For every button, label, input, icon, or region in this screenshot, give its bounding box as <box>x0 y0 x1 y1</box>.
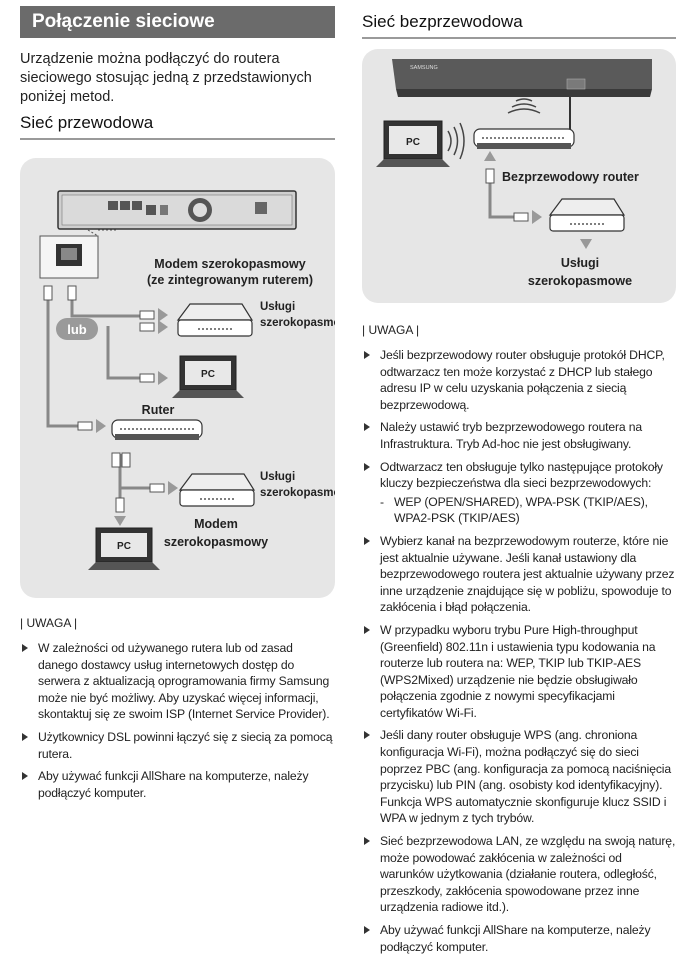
wired-section-title: Sieć przewodowa <box>20 113 335 140</box>
wireless-diagram-svg: SAMSUNG PC <box>376 59 652 288</box>
laptop-icon <box>172 355 244 398</box>
bullet-arrow-icon <box>364 536 370 545</box>
wireless-section-title: Sieć bezprzewodowa <box>362 6 676 39</box>
bullet-arrow-icon <box>22 732 28 741</box>
modem-label-2: szerokopasmowy <box>164 535 268 549</box>
modem-icon-2 <box>178 473 256 507</box>
list-item: W przypadku wyboru trybu Pure High-throu… <box>362 622 676 722</box>
lan-port-icon <box>39 229 118 279</box>
services-label-1: Usługi <box>561 256 599 270</box>
wired-note-title: | UWAGA | <box>20 616 78 630</box>
pc-label: PC <box>406 137 420 148</box>
plug-icons <box>43 285 165 513</box>
cable-lines <box>484 151 542 224</box>
wired-notes-list: W zależności od używanego rutera lub od … <box>20 640 335 801</box>
wired-diagram: lub Modem szerokopasmowy (ze zintegrowan… <box>20 158 356 598</box>
services-label-2a: Usługi <box>260 471 295 483</box>
list-item: Wybierz kanał na bezprzewodowym routerze… <box>362 533 676 616</box>
bullet-arrow-icon <box>364 625 370 634</box>
pc-label-2: PC <box>117 541 131 552</box>
modem-icon <box>176 303 254 337</box>
arrow-icons <box>96 308 178 526</box>
wireless-diagram: SAMSUNG PC <box>362 49 676 303</box>
list-item: Należy ustawić tryb bezprzewodowego rout… <box>362 419 676 452</box>
modem-label-1: Modem <box>194 517 238 531</box>
wireless-router-icon <box>473 97 575 149</box>
lub-label: lub <box>67 322 87 337</box>
bullet-arrow-icon <box>364 837 370 846</box>
list-item: Aby używać funkcji AllShare na komputerz… <box>20 768 335 801</box>
wireless-notes-list: Jeśli bezprzewodowy router obsługuje pro… <box>362 347 676 955</box>
wifi-waves-icon <box>507 98 541 114</box>
intro-text: Urządzenie można podłączyć do routera si… <box>20 51 312 105</box>
router-label: Ruter <box>142 403 175 417</box>
modem-router-label-2: (ze zintegrowanym ruterem) <box>147 273 313 287</box>
services-label-2b: szerokopasmowe <box>260 487 335 499</box>
bullet-arrow-icon <box>364 423 370 432</box>
bullet-arrow-icon <box>364 926 370 934</box>
bullet-arrow-icon <box>22 772 28 781</box>
router-icon <box>111 419 203 440</box>
player-back-panel <box>57 190 297 230</box>
modem-icon <box>548 198 626 249</box>
lub-badge <box>56 318 98 340</box>
laptop-icon-2 <box>88 527 160 570</box>
list-item: Jeśli bezprzewodowy router obsługuje pro… <box>362 347 676 413</box>
right-column: Sieć bezprzewodowa SAMSUNG PC <box>362 6 676 961</box>
wired-diagram-svg: lub Modem szerokopasmowy (ze zintegrowan… <box>39 190 356 570</box>
services-label-1a: Usługi <box>260 301 295 313</box>
list-item: Sieć bezprzewodowa LAN, ze względu na sw… <box>362 833 676 916</box>
sub-list-item: - WEP (OPEN/SHARED), WPA-PSK (TKIP/AES),… <box>380 494 648 526</box>
list-item: W zależności od używanego rutera lub od … <box>20 640 335 723</box>
wireless-note-title: | UWAGA | <box>362 323 420 337</box>
list-item: Użytkownicy DSL powinni łączyć się z sie… <box>20 729 335 762</box>
list-item: Jeśli dany router obsługuje WPS (ang. ch… <box>362 727 676 827</box>
bullet-arrow-icon <box>22 644 28 652</box>
player-front-icon <box>392 59 652 97</box>
bullet-arrow-icon <box>364 351 370 359</box>
wifi-waves-icon-2 <box>447 122 465 160</box>
services-label-1b: szerokopasmowe <box>260 317 335 329</box>
brand-logo: SAMSUNG <box>410 65 438 71</box>
bullet-arrow-icon <box>364 731 370 740</box>
list-item: Aby używać funkcji AllShare na komputerz… <box>362 922 676 955</box>
wireless-router-label: Bezprzewodowy router <box>502 170 639 184</box>
page-title: Połączenie sieciowe <box>20 6 335 38</box>
modem-router-label-1: Modem szerokopasmowy <box>154 257 305 271</box>
bullet-arrow-icon <box>364 462 370 471</box>
left-column: Połączenie sieciowe Urządzenie można pod… <box>20 6 356 807</box>
services-label-2: szerokopasmowe <box>528 274 632 288</box>
list-item: Odtwarzacz ten obsługuje tylko następują… <box>362 459 676 527</box>
pc-label-1: PC <box>201 369 215 380</box>
laptop-icon <box>376 120 450 167</box>
